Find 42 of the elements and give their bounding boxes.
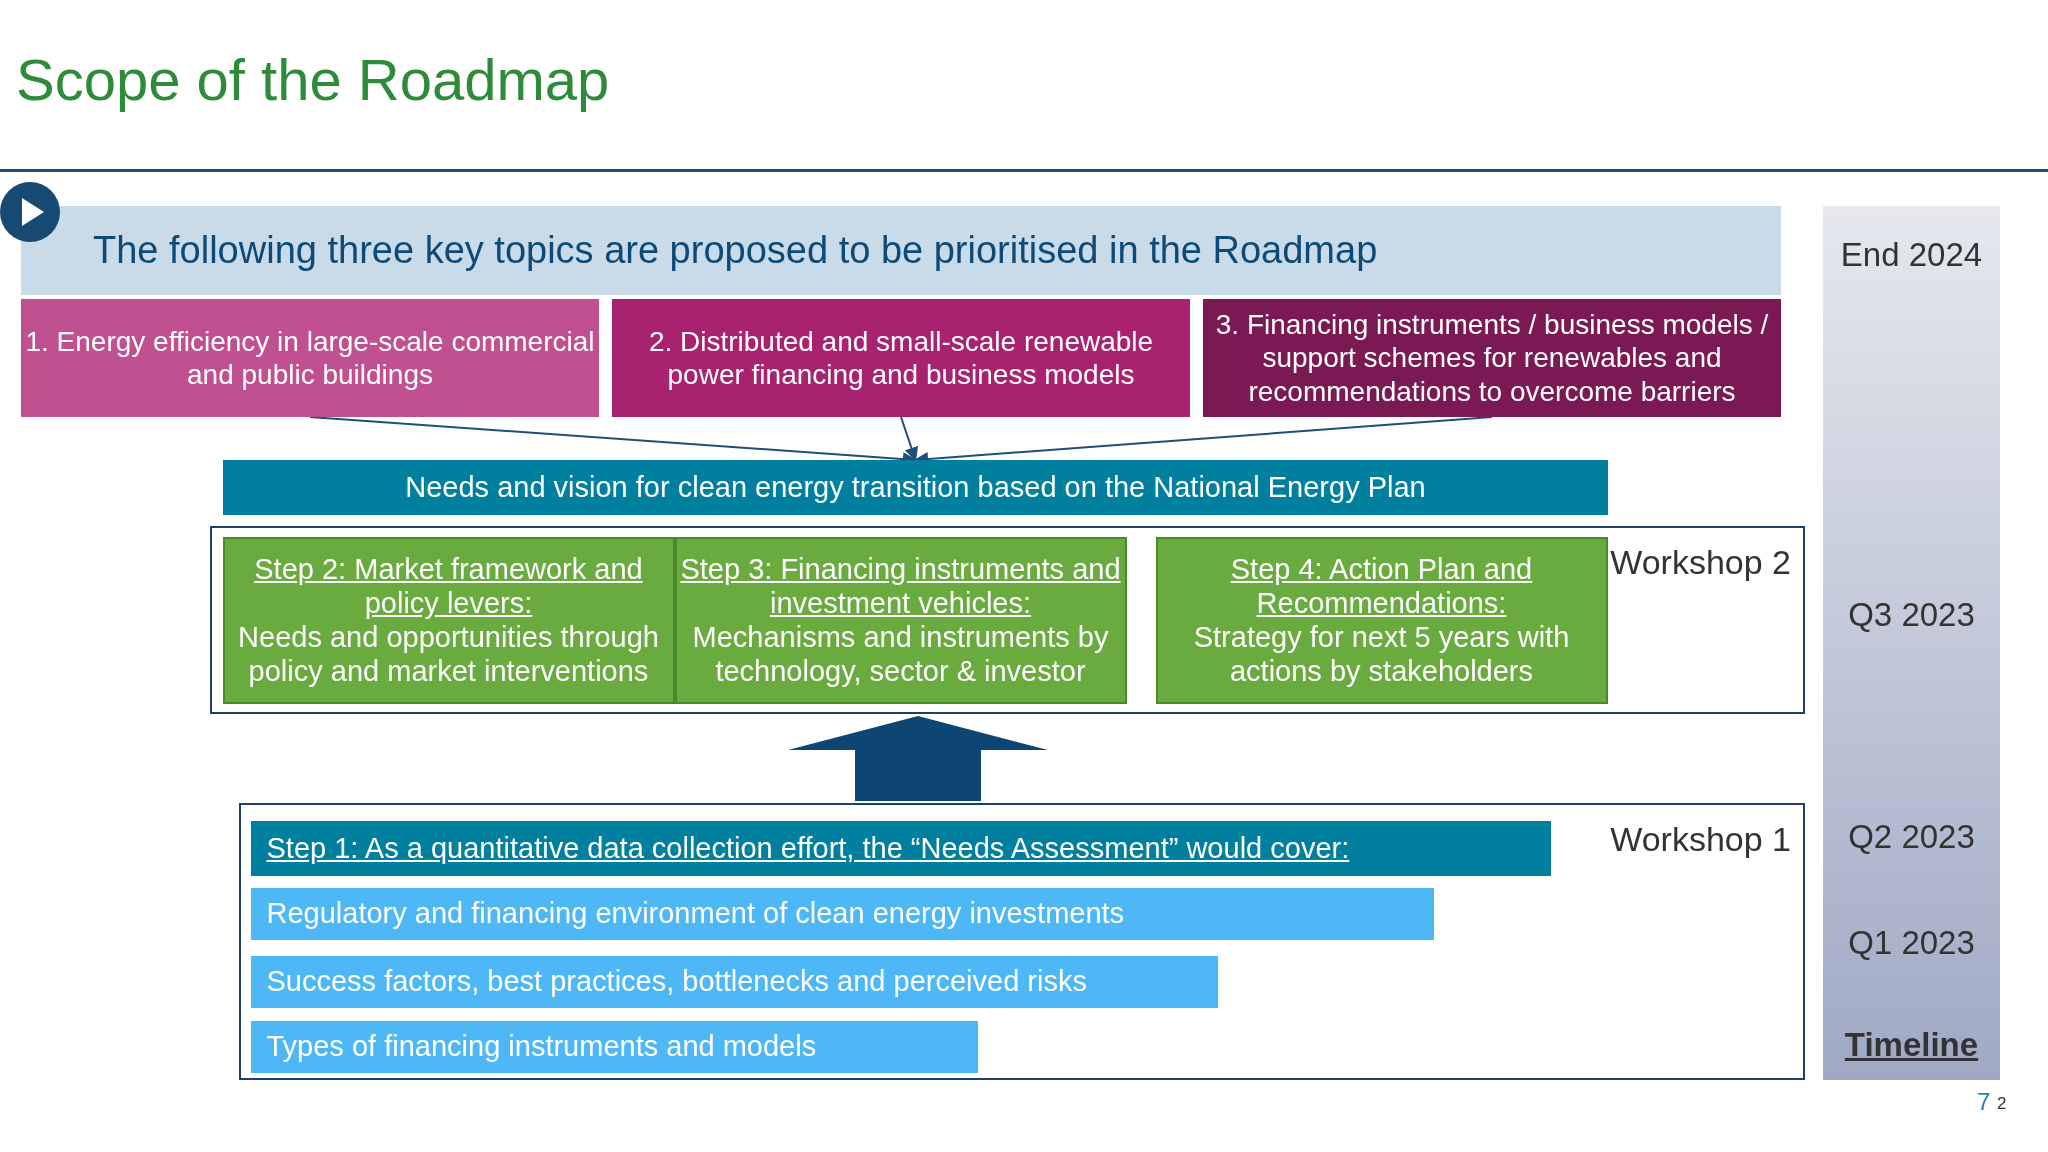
step-heading: Step 4: Action Plan and Recommendations: (1229, 551, 1534, 620)
vision-bar (223, 460, 1608, 515)
timeline-date: Q2 2023 (1847, 818, 1976, 857)
workshop-frame (210, 526, 1805, 714)
page-number: 7 (1977, 1088, 1991, 1116)
block-arrow (788, 716, 1048, 801)
arrow (900, 416, 919, 462)
box-text: 3. Financing instruments / business models / support schemes for renewables and recommendations to overcome barriers (1214, 308, 1770, 408)
box-text: Needs and vision for clean energy transition based on the National Energy Plan (405, 470, 1426, 505)
topic-bar (250, 955, 1218, 1008)
topic-bar (250, 887, 1434, 940)
step-heading: Step 3: Financing instruments and investment vehicles: (679, 551, 1122, 620)
box-text: Mechanisms and instruments by technology, sector & investor (691, 620, 1110, 689)
box-text: Success factors, best practices, bottlenecks and perceived risks (266, 964, 1087, 999)
timeline-date: End 2024 (1839, 236, 1984, 275)
step-heading: Step 2: Market framework and policy levers: (253, 551, 644, 620)
box-text: Needs and opportunities through policy and market interventions (237, 620, 660, 689)
box-text: The following three key topics are proposed to be prioritised in the Roadmap (93, 228, 1378, 273)
box-text: Types of financing instruments and models (266, 1029, 817, 1064)
step-box (222, 536, 675, 704)
workshop-label: Workshop 2 (1610, 542, 1791, 583)
banner (21, 206, 1781, 295)
timeline-column (1823, 206, 2000, 1080)
box-text: Strategy for next 5 years with actions by stakeholders (1192, 620, 1571, 689)
timeline-date: Q3 2023 (1847, 596, 1976, 635)
slide-title: Scope of the Roadmap (16, 46, 610, 113)
topic-bar (250, 1020, 978, 1073)
step-heading: Step 1: As a quantitative data collection effort, the “Needs Assessment” would cover: (266, 830, 1350, 866)
step-bar (250, 820, 1551, 876)
topic-box (21, 299, 599, 417)
box-text: Regulatory and financing environment of clean energy investments (266, 896, 1125, 931)
workshop-label: Workshop 1 (1610, 819, 1791, 860)
step-box (674, 536, 1127, 704)
page-number: 2 (1997, 1094, 2007, 1114)
timeline-heading: Timeline (1843, 1026, 1980, 1065)
topic-box (1203, 299, 1781, 417)
workshop-frame (239, 803, 1805, 1080)
box-text: 1. Energy efficiency in large-scale commercial and public buildings (24, 324, 596, 392)
topic-box (612, 299, 1190, 417)
step-box (1155, 536, 1608, 704)
timeline-date: Q1 2023 (1847, 924, 1976, 963)
box-text: 2. Distributed and small-scale renewable power financing and business models (647, 324, 1155, 392)
